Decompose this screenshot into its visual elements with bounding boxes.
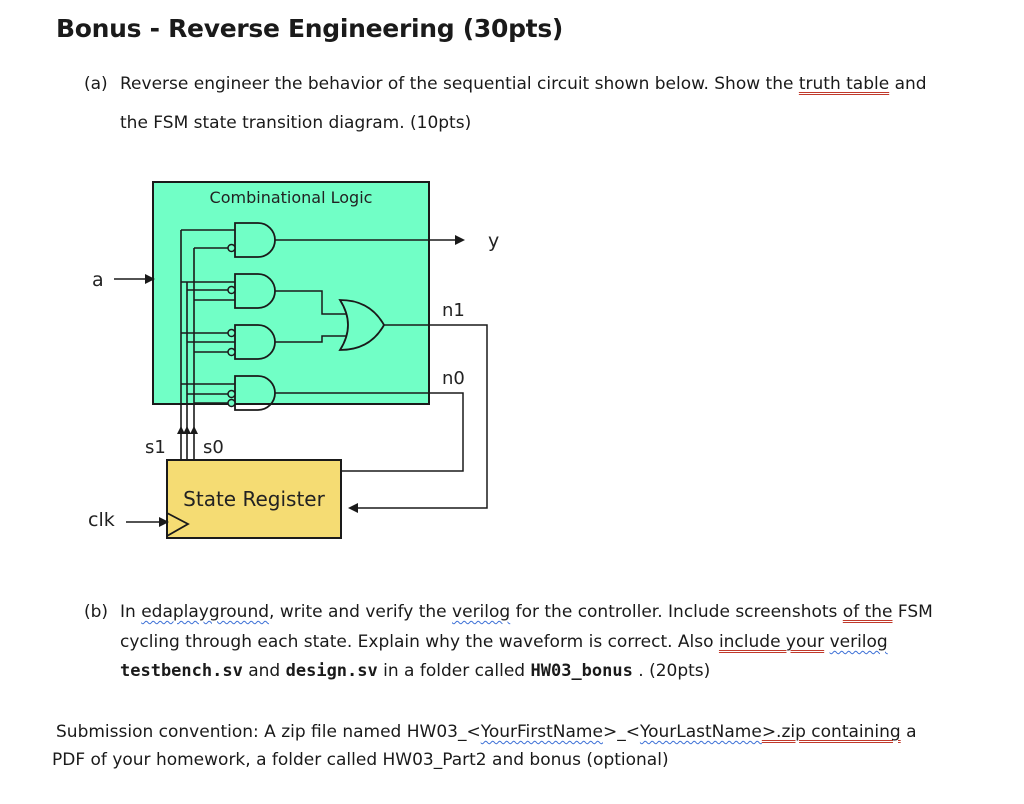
part-b-line3: testbench.sv and design.sv in a folder c… — [120, 661, 710, 681]
and-gate-2 — [234, 273, 276, 309]
text-run: and — [242, 661, 286, 681]
part-b-marker: (b) — [84, 602, 109, 622]
inversion-bubbles — [227, 243, 236, 408]
design-filename: design.sv — [285, 661, 378, 681]
clk-label: clk — [88, 509, 115, 531]
include-your-text: include your — [718, 632, 825, 652]
and-gate-1 — [234, 222, 276, 258]
part-a-line1: Reverse engineer the behavior of the seq… — [120, 74, 927, 94]
output-y-label: y — [488, 230, 499, 252]
text-run: , write and verify the — [269, 602, 453, 622]
edaplayground-text: edaplayground — [141, 602, 270, 622]
gate-input-wires — [181, 229, 235, 404]
and-gates — [234, 222, 276, 411]
n1-label: n1 — [442, 300, 465, 321]
s1-label: s1 — [145, 437, 166, 458]
clock-triangle-icon — [166, 512, 190, 537]
page-title: Bonus - Reverse Engineering (30pts) — [56, 14, 564, 43]
or-gate — [338, 299, 386, 351]
part-a-line1-post: and — [889, 74, 927, 94]
submission-line1: Submission convention: A zip file named … — [56, 722, 917, 742]
n0-label: n0 — [442, 368, 465, 389]
text-run: Submission convention: A zip file named … — [56, 722, 481, 742]
part-a-line2: the FSM state transition diagram. (10pts… — [120, 113, 472, 133]
combinational-logic-label: Combinational Logic — [210, 188, 373, 207]
text-run: >_< — [602, 722, 640, 742]
s0-label: s0 — [203, 437, 224, 458]
state-feedback-arrowheads — [177, 426, 198, 434]
text-run: a — [900, 722, 917, 742]
submission-line2: PDF of your homework, a folder called HW… — [52, 750, 669, 770]
state-register-label: State Register — [183, 487, 325, 511]
text-run: in a folder called — [377, 661, 531, 681]
your-first-name-text: YourFirstName — [480, 722, 603, 742]
of-the-text: of the — [842, 602, 893, 622]
state-register-box — [166, 459, 342, 539]
text-run: for the controller. Include screenshots — [510, 602, 843, 622]
text-run: cycling through each state. Explain why … — [120, 632, 719, 652]
zip-containing-text: >.zip containing — [761, 722, 901, 742]
and-gate-3 — [234, 324, 276, 360]
verilog-text: verilog — [452, 602, 511, 622]
testbench-filename: testbench.sv — [120, 661, 243, 681]
part-b-line2: cycling through each state. Explain why … — [120, 632, 888, 652]
part-a-line1-pre: Reverse engineer the behavior of the seq… — [120, 74, 799, 94]
folder-name: HW03_bonus — [530, 661, 633, 681]
verilog-text-2: verilog — [829, 632, 888, 652]
and-gate-4 — [234, 375, 276, 411]
part-b-line1: In edaplayground, write and verify the v… — [120, 602, 933, 622]
truth-table-text: truth table — [798, 74, 890, 94]
your-last-name-text: YourLastName — [639, 722, 762, 742]
text-run: FSM — [892, 602, 933, 622]
part-a-marker: (a) — [84, 74, 108, 94]
input-a-label: a — [92, 269, 104, 291]
gate-output-wires — [275, 235, 488, 513]
text-run: . (20pts) — [632, 661, 711, 681]
text-run: In — [120, 602, 142, 622]
combinational-logic-box — [152, 181, 430, 405]
